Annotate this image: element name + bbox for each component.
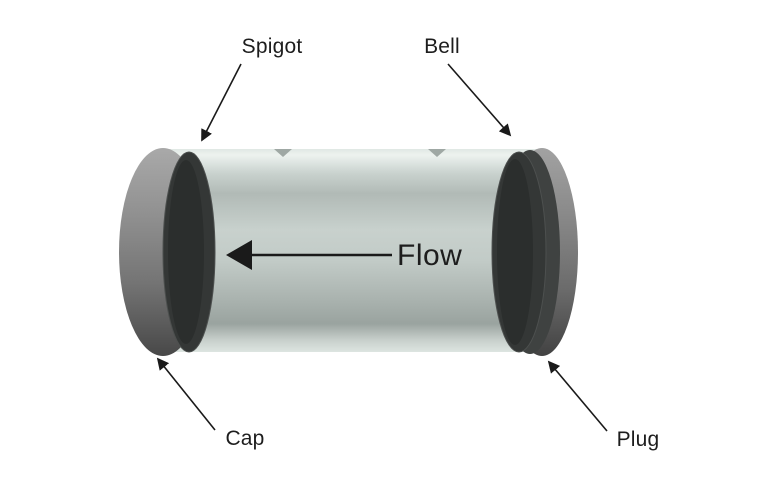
flow-label: Flow xyxy=(397,239,462,272)
cap-label: Cap xyxy=(225,427,264,450)
cap-inner-face xyxy=(168,160,204,344)
spigot-leader-arrow xyxy=(201,63,242,142)
plug-inner-face xyxy=(497,159,533,345)
bell-label: Bell xyxy=(424,35,460,58)
bell-leader-arrow xyxy=(447,63,512,137)
flow-arrow xyxy=(226,240,392,270)
flow-arrowhead-icon xyxy=(226,240,252,270)
pipe-tab-left xyxy=(274,149,292,157)
plug-label: Plug xyxy=(617,428,660,451)
cap-leader-arrow xyxy=(156,357,216,431)
spigot-label: Spigot xyxy=(242,35,303,58)
cap-end xyxy=(119,148,216,356)
pipe-assembly xyxy=(119,148,578,356)
plug-leader-arrow xyxy=(547,360,608,432)
pipe-tab-right xyxy=(428,149,446,157)
pipe-body xyxy=(168,149,538,352)
bell-end xyxy=(491,148,578,356)
